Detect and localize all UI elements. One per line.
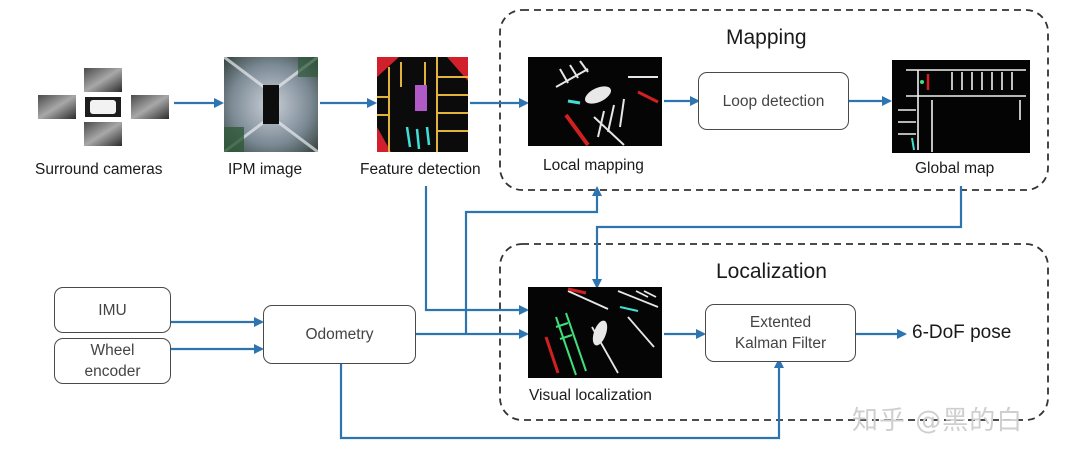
local-mapping-image xyxy=(528,57,662,146)
global-map-graphic xyxy=(898,69,1026,152)
ekf-label-line1: Extented xyxy=(749,314,812,331)
local-mapping-label: Local mapping xyxy=(543,157,644,174)
arrow-global-map-to-visual-localization xyxy=(592,186,963,289)
feature-detection-label: Feature detection xyxy=(360,161,481,178)
ekf-label-line2: Kalman Filter xyxy=(734,335,827,352)
ipm-graphic xyxy=(224,57,318,152)
arrow-feature-to-visual-localization xyxy=(424,186,529,315)
global-map-label: Global map xyxy=(915,160,995,177)
mapping-group-title: Mapping xyxy=(726,26,807,49)
wheel-encoder-label-line1: Wheel xyxy=(90,342,135,359)
global-map-image xyxy=(892,60,1030,153)
watermark-text: 知乎 @黑的白 xyxy=(852,406,1024,436)
odometry-label: Odometry xyxy=(305,326,374,343)
visual-localization-graphic xyxy=(544,287,659,376)
ekf-block: Extented Kalman Filter xyxy=(705,304,856,362)
localization-group-title: Localization xyxy=(716,260,827,283)
visual-localization-label: Visual localization xyxy=(529,387,652,404)
arrow-odometry-to-ekf xyxy=(339,358,784,440)
localization-group-frame xyxy=(499,243,1049,421)
ipm-image xyxy=(224,57,318,152)
loop-detection-block: Loop detection xyxy=(698,72,849,130)
mapping-group-frame xyxy=(499,9,1049,191)
arrow-odometry-to-local-mapping xyxy=(464,186,602,334)
odometry-block: Odometry xyxy=(263,305,416,364)
imu-block: IMU xyxy=(54,287,171,333)
imu-label: IMU xyxy=(98,301,127,319)
pose-output-label: 6-DoF pose xyxy=(912,322,1012,343)
visual-localization-image xyxy=(528,287,662,378)
wheel-encoder-block: Wheel encoder xyxy=(54,338,171,384)
loop-detection-label: Loop detection xyxy=(722,92,825,110)
surround-cameras-label: Surround cameras xyxy=(35,161,163,178)
feature-detection-image xyxy=(377,57,468,152)
wheel-encoder-label-line2: encoder xyxy=(84,363,141,380)
surround-cameras-image xyxy=(35,65,172,148)
feature-detection-graphic xyxy=(377,57,468,152)
surround-cameras-graphic xyxy=(38,68,169,146)
ipm-image-label: IPM image xyxy=(228,161,303,178)
local-mapping-graphic xyxy=(555,60,659,146)
